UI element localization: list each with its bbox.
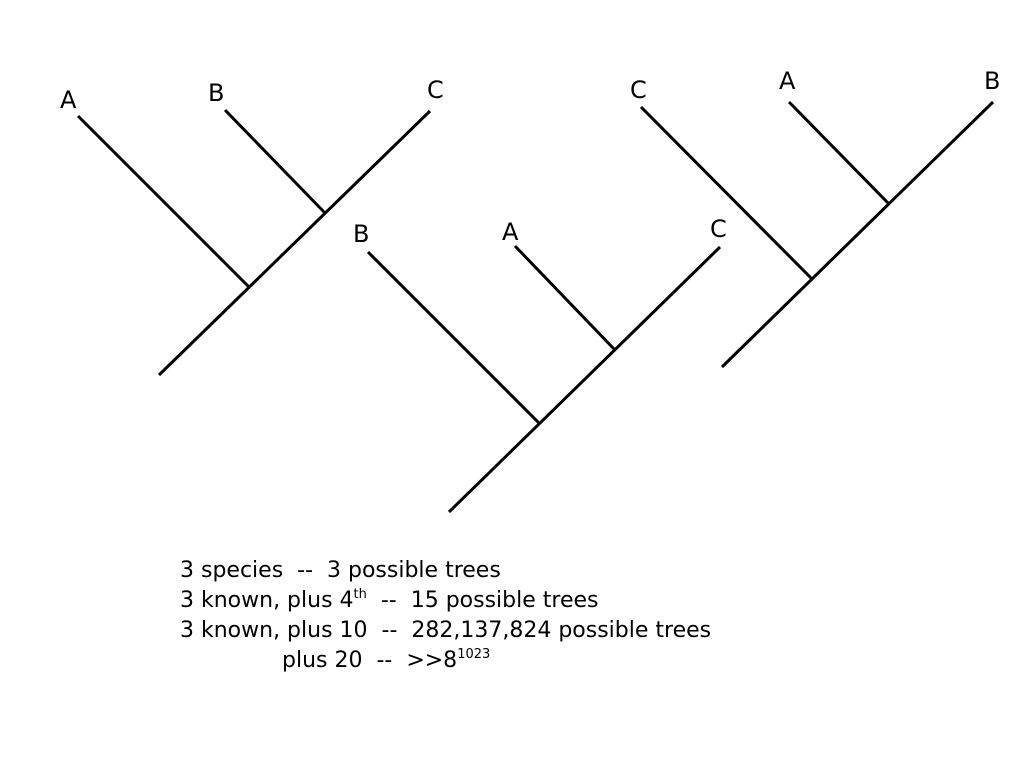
note-line-3-text: 3 known, plus 10 -- 282,137,824 possible…	[180, 618, 712, 643]
tree-3-label-b: B	[984, 67, 1000, 95]
tree-1: A B C	[60, 76, 444, 377]
tree-3-label-a: A	[779, 67, 796, 95]
tree-count-notes: 3 species -- 3 possible trees 3 known, p…	[180, 556, 711, 676]
tree-2-branch-a	[513, 244, 617, 352]
tree-3-root-branch	[720, 100, 995, 369]
tree-3-branch-a	[787, 100, 891, 206]
tree-1-branch-b	[223, 108, 327, 215]
note-line-3: 3 known, plus 10 -- 282,137,824 possible…	[180, 616, 711, 646]
note-line-4-pre: plus 20 -- >>8	[282, 648, 458, 673]
tree-1-label-a: A	[60, 86, 77, 114]
tree-3: C A B	[630, 67, 1000, 369]
tree-1-label-b: B	[208, 79, 224, 107]
tree-2: B A C	[353, 215, 727, 514]
tree-2-branch-b	[366, 250, 542, 426]
note-line-2-superscript: th	[353, 587, 367, 602]
note-line-4: plus 20 -- >>81023	[180, 646, 711, 676]
note-line-2-post: -- 15 possible trees	[366, 588, 599, 613]
tree-1-branch-a	[76, 114, 251, 289]
note-line-2-pre: 3 known, plus 4	[180, 588, 354, 613]
note-line-1-text: 3 species -- 3 possible trees	[180, 558, 501, 583]
tree-1-root-branch	[157, 109, 432, 377]
note-line-2: 3 known, plus 4th -- 15 possible trees	[180, 586, 711, 616]
tree-2-label-b: B	[353, 220, 369, 248]
tree-3-label-c: C	[630, 76, 647, 104]
tree-2-root-branch	[447, 245, 722, 514]
note-line-1: 3 species -- 3 possible trees	[180, 556, 711, 586]
note-line-4-superscript: 1023	[457, 647, 491, 662]
tree-1-label-c: C	[427, 76, 444, 104]
tree-3-branch-c	[639, 105, 815, 282]
tree-2-label-a: A	[502, 218, 519, 246]
tree-2-label-c: C	[710, 215, 727, 243]
